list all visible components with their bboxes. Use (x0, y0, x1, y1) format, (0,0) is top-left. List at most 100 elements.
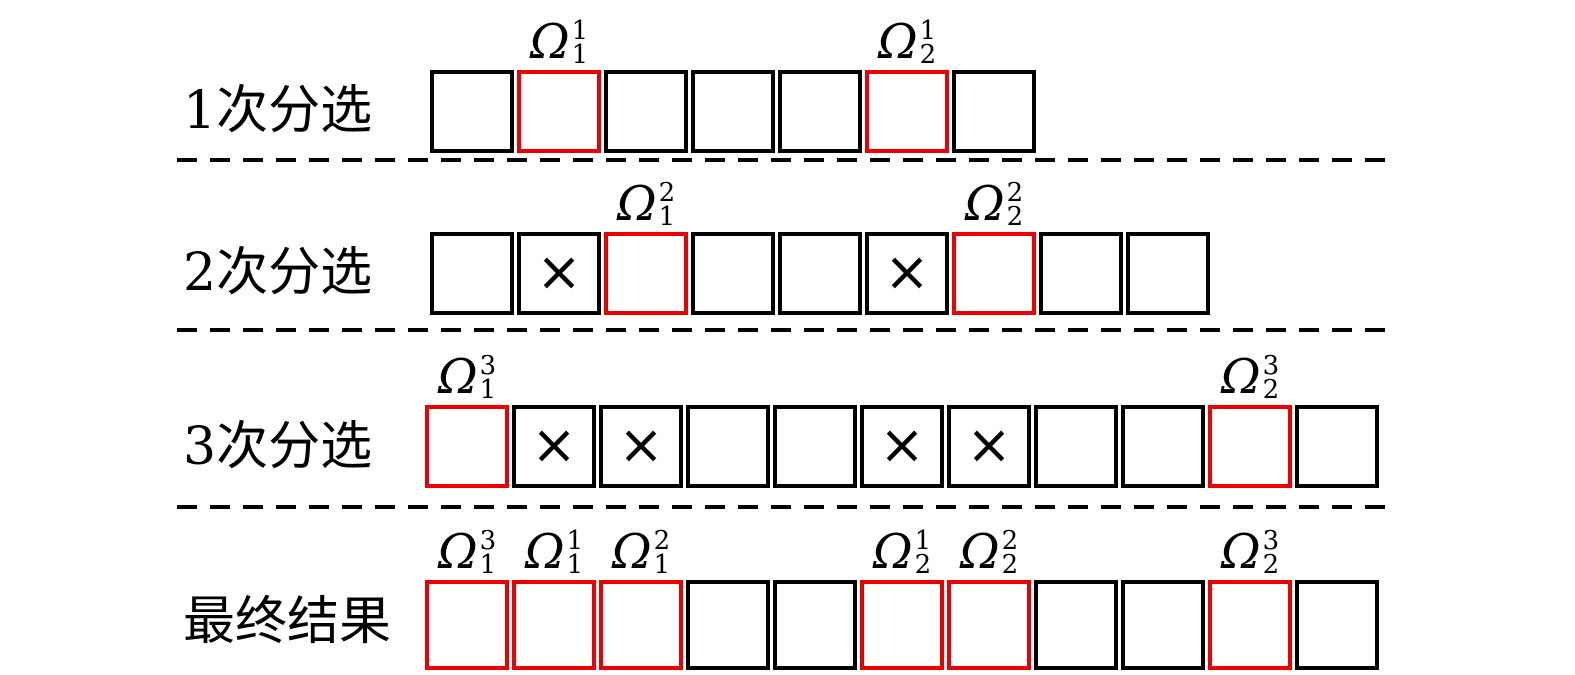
omega-subscript: 2 (914, 549, 932, 580)
bin-cell: Ω 2 2 (952, 178, 1036, 315)
bin-cell: Ω 3 2 (1208, 351, 1292, 488)
row-label: 3次分选 (183, 417, 373, 477)
bin-cell: Ω 3 1 (425, 526, 509, 670)
bin-cell (1121, 405, 1205, 488)
omega-subscript: 1 (479, 549, 497, 580)
cross-mark: × (884, 239, 930, 303)
bin-cell: × (512, 405, 596, 488)
bin-cell (1039, 232, 1123, 315)
omega-subscript: 1 (658, 201, 676, 232)
bin-cell: Ω 2 1 (599, 526, 683, 670)
bin-cell: × (865, 232, 949, 315)
omega-scripts: 3 2 (1262, 351, 1280, 405)
bin-cell: Ω 1 2 (860, 526, 944, 670)
bin-cell (691, 232, 775, 315)
omega-tag: Ω 2 2 (959, 523, 1019, 580)
bin-cell (1121, 580, 1205, 670)
omega-scripts: 2 2 (1002, 528, 1019, 578)
omega-tag: Ω 2 2 (964, 175, 1024, 232)
bin-cell: × (517, 232, 601, 315)
omega-superscript: 2 (653, 526, 671, 557)
omega-superscript: 3 (479, 351, 497, 382)
bin-cell (604, 70, 688, 153)
omega-symbol: Ω (959, 523, 1000, 580)
bin-cell: Ω 3 1 (425, 351, 509, 488)
bin-cell (952, 70, 1036, 153)
bin-cell: Ω 2 1 (604, 178, 688, 315)
omega-subscript: 2 (1262, 374, 1280, 405)
omega-scripts: 1 1 (566, 526, 584, 580)
cell-strip: × Ω 2 1 × Ω 2 2 (430, 178, 1210, 315)
omega-tag: Ω 2 1 (616, 175, 676, 232)
omega-tag: Ω 3 2 (1220, 348, 1280, 405)
bin-cell (1034, 405, 1118, 488)
row-label: 2次分选 (183, 243, 373, 303)
bin-cell: × (599, 405, 683, 488)
cell-strip: Ω 3 1 × × × × (425, 351, 1379, 488)
omega-tag: Ω 3 2 (1220, 523, 1280, 580)
omega-superscript: 1 (919, 16, 937, 47)
omega-subscript: 2 (1006, 201, 1024, 232)
bin-cell (773, 405, 857, 488)
bin-cell: Ω 1 1 (512, 526, 596, 670)
omega-scripts: 2 1 (653, 526, 671, 580)
bin-cell: Ω 1 2 (865, 16, 949, 153)
dashed-separator (177, 328, 1391, 332)
bin-cell (430, 70, 514, 153)
bin-cell (686, 405, 770, 488)
omega-symbol: Ω (1220, 523, 1261, 580)
omega-scripts: 1 2 (914, 526, 932, 580)
omega-superscript: 1 (914, 526, 932, 557)
cell-strip: Ω 1 1 Ω 1 2 (430, 16, 1036, 153)
bin-cell (430, 232, 514, 315)
bin-cell (1034, 580, 1118, 670)
cross-mark: × (966, 412, 1012, 476)
row-label: 1次分选 (183, 81, 373, 141)
omega-tag: Ω 1 2 (878, 16, 937, 70)
omega-superscript: 2 (658, 178, 676, 209)
bin-cell: × (947, 405, 1031, 488)
omega-tag: Ω 1 2 (872, 523, 932, 580)
omega-symbol: Ω (437, 348, 478, 405)
omega-tag: Ω 3 1 (437, 348, 497, 405)
omega-subscript: 1 (566, 549, 584, 580)
bin-cell (778, 70, 862, 153)
bin-cell (691, 70, 775, 153)
omega-superscript: 3 (479, 526, 497, 557)
omega-subscript: 2 (919, 39, 937, 70)
omega-symbol: Ω (1220, 348, 1261, 405)
omega-symbol: Ω (616, 175, 657, 232)
omega-superscript: 3 (1262, 351, 1280, 382)
bin-cell: Ω 2 2 (947, 526, 1031, 670)
cross-mark: × (879, 412, 925, 476)
omega-symbol: Ω (529, 13, 570, 70)
omega-tag: Ω 1 1 (529, 13, 589, 70)
bin-cell (1295, 405, 1379, 488)
omega-subscript: 2 (1262, 549, 1280, 580)
omega-scripts: 3 2 (1262, 526, 1280, 580)
omega-superscript: 1 (566, 526, 584, 557)
omega-symbol: Ω (524, 523, 565, 580)
omega-tag: Ω 3 1 (438, 526, 497, 580)
omega-tag: Ω 2 1 (612, 526, 671, 580)
omega-scripts: 2 2 (1006, 178, 1024, 232)
dashed-separator (177, 505, 1391, 509)
bin-cell: Ω 3 2 (1208, 526, 1292, 670)
cross-mark: × (536, 239, 582, 303)
omega-superscript: 2 (1006, 178, 1024, 209)
omega-subscript: 1 (653, 549, 671, 580)
omega-superscript: 1 (571, 16, 589, 47)
omega-subscript: 1 (479, 374, 497, 405)
omega-scripts: 1 1 (571, 16, 589, 68)
row-label: 最终结果 (183, 592, 392, 652)
omega-symbol: Ω (964, 175, 1005, 232)
omega-superscript: 3 (1262, 526, 1280, 557)
omega-symbol: Ω (872, 523, 913, 580)
bin-cell: Ω 1 1 (517, 16, 601, 153)
omega-scripts: 3 1 (479, 526, 497, 580)
